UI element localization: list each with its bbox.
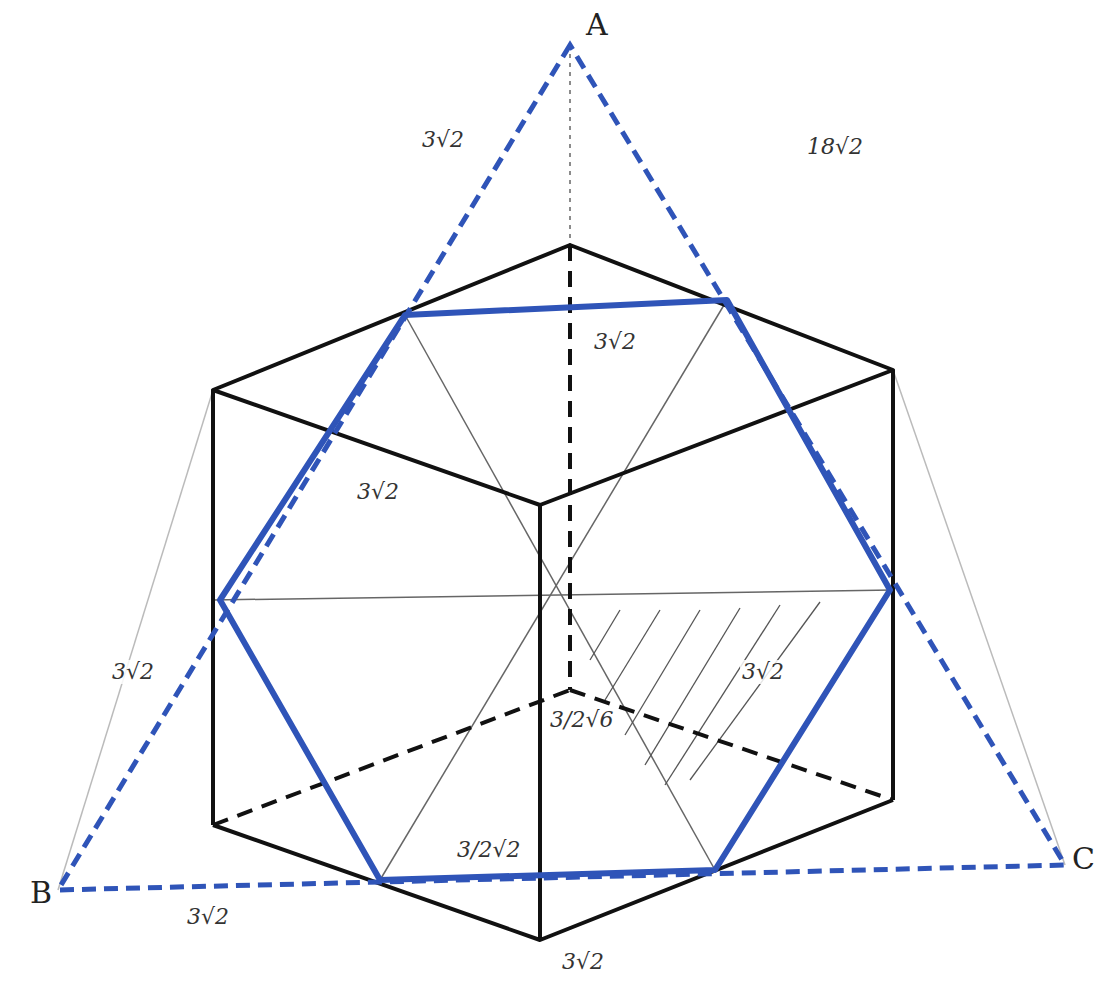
vertex-label: B	[28, 876, 54, 909]
dimension-label: 3√2	[740, 660, 786, 684]
dimension-label: 18√2	[805, 135, 865, 159]
vertex-label: A	[584, 8, 610, 41]
dimension-label: 3/2√2	[455, 838, 522, 862]
dimension-label: 3√2	[110, 660, 156, 684]
dimension-label: 3√2	[355, 480, 401, 504]
dimension-label: 3/2√6	[548, 708, 615, 732]
dimension-label: 3√2	[592, 330, 638, 354]
dimension-label: 3√2	[185, 905, 231, 929]
dimension-label: 3√2	[560, 950, 606, 974]
dimension-label: 3√2	[420, 128, 466, 152]
vertex-label: C	[1070, 842, 1097, 875]
